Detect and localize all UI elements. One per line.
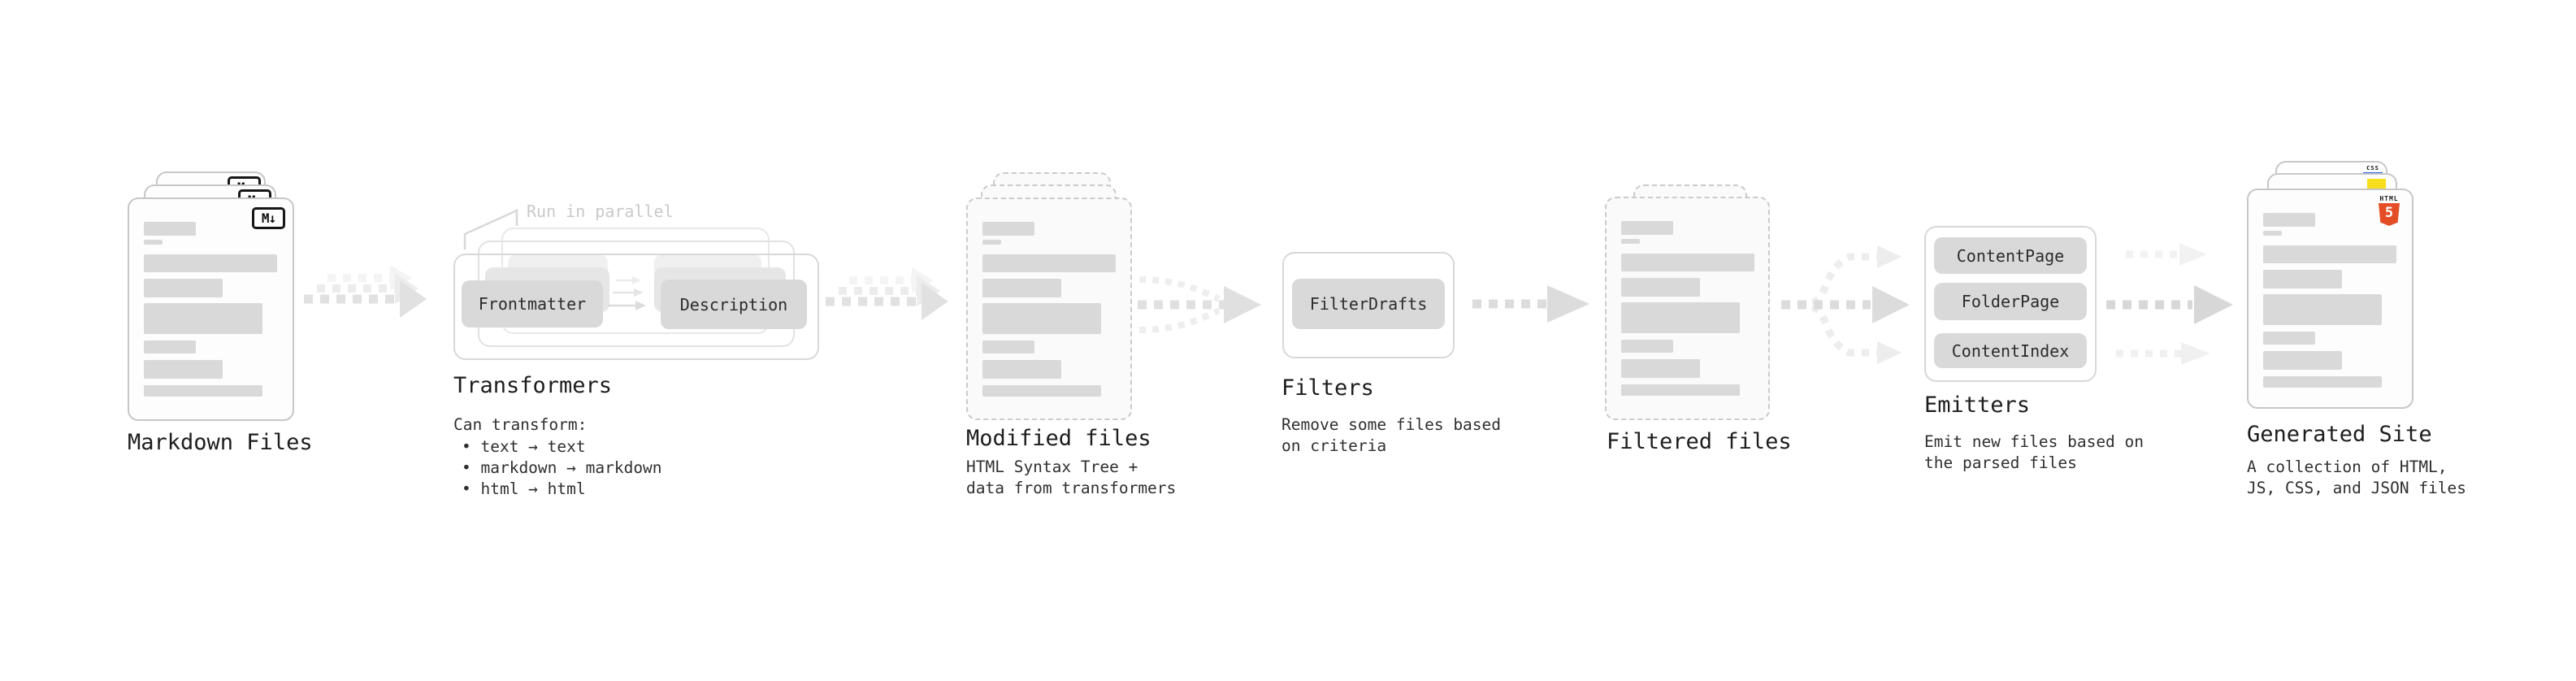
file-card bbox=[966, 197, 1132, 420]
text-line-bar bbox=[1621, 340, 1673, 353]
text-line-bar bbox=[2263, 213, 2315, 227]
text-line-bar bbox=[2263, 332, 2315, 345]
text-line-bar bbox=[144, 360, 223, 379]
callout-line bbox=[463, 209, 518, 249]
html5-icon: HTML 5 bbox=[2377, 195, 2401, 226]
text-line-bar bbox=[2263, 245, 2396, 263]
text-line-bar bbox=[144, 254, 277, 272]
text-line-bar bbox=[144, 279, 223, 297]
text-line-bar bbox=[1621, 302, 1740, 333]
arrow-filtered-to-emitters bbox=[1781, 245, 1910, 364]
file-card: HTML 5 bbox=[2247, 189, 2413, 409]
text-line-bar bbox=[144, 303, 262, 334]
text-line-bar bbox=[144, 222, 196, 236]
transformers-bullet: • html → html bbox=[462, 479, 586, 498]
arrow-filters-to-filtered bbox=[1472, 285, 1589, 323]
transformers-subtitle: Can transform: bbox=[453, 415, 588, 434]
text-line-bar bbox=[1621, 278, 1700, 297]
parallel-arrows-icon bbox=[608, 276, 646, 310]
arrow-transformers-to-modified bbox=[826, 267, 948, 320]
text-line-bar bbox=[982, 254, 1116, 272]
markdown-files-title: Markdown Files bbox=[128, 430, 313, 455]
filterdrafts-pill: FilterDrafts bbox=[1292, 279, 1445, 329]
javascript-icon bbox=[2367, 179, 2386, 189]
file-card bbox=[1605, 197, 1770, 420]
text-line-bar bbox=[1621, 254, 1754, 271]
markdown-icon: M↓ bbox=[252, 207, 285, 229]
text-line-bar bbox=[1621, 384, 1740, 396]
text-line-bar bbox=[144, 385, 262, 397]
transformers-title: Transformers bbox=[453, 373, 613, 398]
text-line-bar bbox=[1621, 221, 1673, 235]
emitters-frame bbox=[1924, 226, 2097, 382]
filtered-files-title: Filtered files bbox=[1607, 429, 1792, 454]
frontmatter-pill: Frontmatter bbox=[462, 280, 603, 327]
text-line-bar bbox=[982, 385, 1101, 397]
arrow-modified-to-filters bbox=[1138, 276, 1261, 333]
transformer-frame-front bbox=[453, 254, 819, 360]
html5-icon-label: HTML bbox=[2379, 195, 2399, 202]
contentindex-pill: ContentIndex bbox=[1934, 333, 2087, 368]
generated-site-subtitle: A collection of HTML, JS, CSS, and JSON … bbox=[2247, 458, 2467, 497]
filters-subtitle: Remove some files based on criteria bbox=[1281, 415, 1502, 455]
text-line-bar bbox=[982, 279, 1061, 297]
run-in-parallel-label: Run in parallel bbox=[527, 202, 674, 221]
html5-icon-shield: 5 bbox=[2379, 203, 2400, 226]
text-line-bar bbox=[1621, 359, 1700, 378]
text-line-bar bbox=[2263, 376, 2382, 388]
text-line-bar bbox=[982, 222, 1034, 236]
description-pill: Description bbox=[661, 280, 807, 329]
text-line-bar bbox=[982, 340, 1034, 354]
folderpage-pill: FolderPage bbox=[1934, 283, 2087, 320]
text-line-bar bbox=[982, 240, 1001, 245]
generated-site-title: Generated Site bbox=[2247, 422, 2432, 447]
text-line-bar bbox=[144, 240, 163, 245]
emitters-subtitle: Emit new files based on the parsed files bbox=[1924, 432, 2144, 472]
contentpage-pill: ContentPage bbox=[1934, 237, 2087, 274]
modified-files-title: Modified files bbox=[966, 426, 1151, 451]
modified-files-subtitle: HTML Syntax Tree + data from transformer… bbox=[966, 458, 1177, 497]
text-line-bar bbox=[1621, 239, 1640, 244]
text-line-bar bbox=[2263, 270, 2342, 288]
text-line-bar bbox=[2263, 231, 2282, 236]
html5-icon-digit: 5 bbox=[2384, 205, 2394, 221]
css-icon-label: CSS bbox=[2366, 165, 2379, 171]
file-card: M↓ bbox=[128, 197, 294, 421]
text-line-bar bbox=[982, 360, 1061, 379]
arrow-markdown-to-transformers bbox=[304, 265, 427, 318]
filters-title: Filters bbox=[1281, 375, 1374, 401]
arrow-emitters-to-generated bbox=[2106, 243, 2233, 365]
emitters-title: Emitters bbox=[1924, 393, 2031, 418]
transformers-bullet: • text → text bbox=[462, 437, 586, 456]
filters-frame bbox=[1282, 252, 1455, 358]
text-line-bar bbox=[2263, 294, 2382, 325]
text-line-bar bbox=[982, 303, 1101, 334]
transformers-bullet: • markdown → markdown bbox=[462, 458, 662, 477]
text-line-bar bbox=[2263, 351, 2342, 370]
text-line-bar bbox=[144, 340, 196, 354]
